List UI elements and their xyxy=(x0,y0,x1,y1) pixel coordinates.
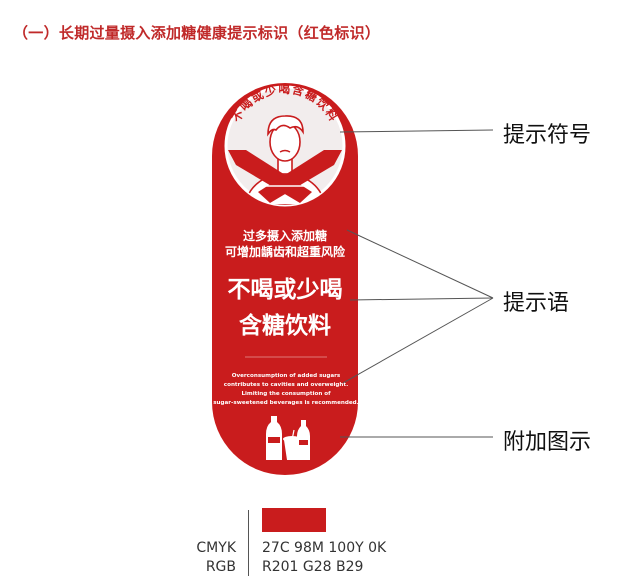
warning-line-2: 可增加龋齿和超重风险 xyxy=(225,244,346,259)
leader-slogan-a xyxy=(346,229,494,299)
crossed-arms-icon xyxy=(228,150,342,203)
english-line-2: contributes to cavities and overweight. xyxy=(224,382,348,388)
color-swatch xyxy=(262,508,326,532)
page-heading: （一）长期过量摄入添加糖健康提示标识（红色标识） xyxy=(13,24,381,42)
cmyk-label: CMYK xyxy=(196,540,236,556)
spec-divider xyxy=(248,510,249,576)
main-slogan-1: 不喝或少喝 xyxy=(228,277,343,303)
leader-slogan-b xyxy=(349,297,494,301)
english-line-4: sugar-sweetened beverages is recommended… xyxy=(213,400,359,406)
main-slogan-2: 含糖饮料 xyxy=(239,312,331,339)
leader-slogan-c xyxy=(342,297,494,384)
cmyk-value: 27C 98M 100Y 0K xyxy=(262,540,387,556)
callout-slogan: 提示语 xyxy=(503,291,570,316)
warning-symbol: 不喝或少喝含糖饮料 xyxy=(224,82,346,207)
leader-symbol xyxy=(339,129,494,133)
callout-symbol: 提示符号 xyxy=(503,123,592,148)
callout-extra: 附加图示 xyxy=(503,430,592,455)
warning-line-1: 过多摄入添加糖 xyxy=(243,228,327,243)
english-line-1: Overconsumption of added sugars xyxy=(232,373,341,379)
rgb-value: R201 G28 B29 xyxy=(262,559,364,575)
english-line-3: Limiting the consumption of xyxy=(241,391,331,397)
drinks-icon xyxy=(266,416,310,460)
rgb-label: RGB xyxy=(205,559,236,575)
